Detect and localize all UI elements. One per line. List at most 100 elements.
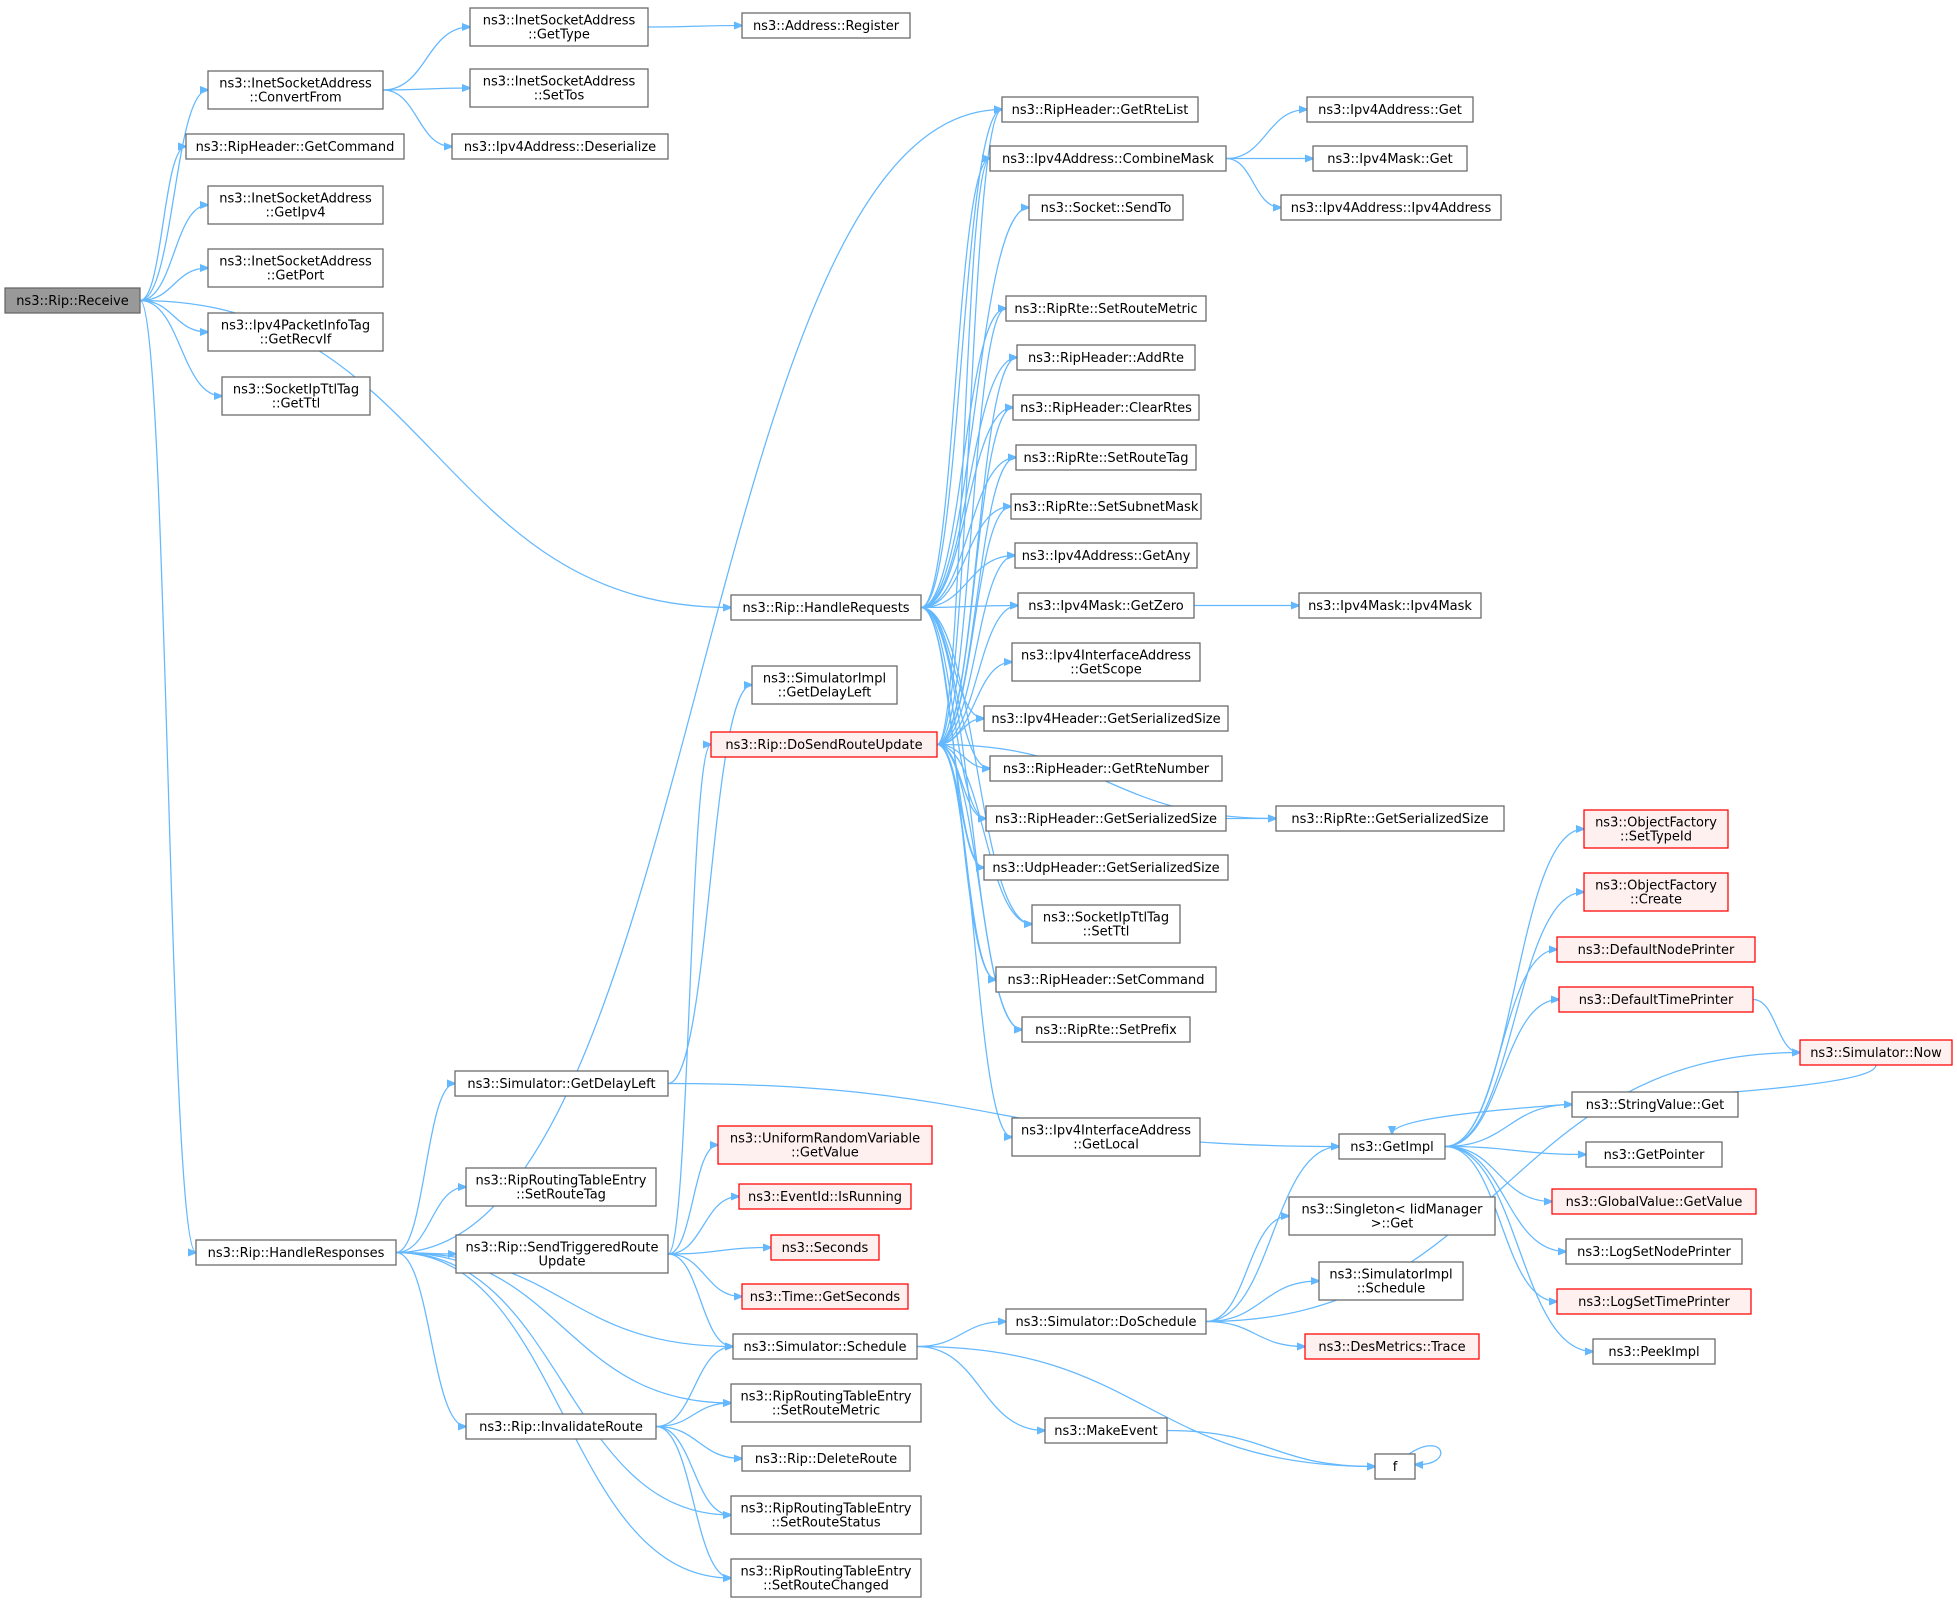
node-label: ns3::RipRte::SetPrefix	[1035, 1023, 1177, 1038]
node-ns3-ipv4mask-ipv4mask[interactable]: ns3::Ipv4Mask::Ipv4Mask	[1298, 592, 1482, 619]
node-label: ns3::EventId::IsRunning	[748, 1190, 902, 1205]
node-ns3-ipv4address-combinemask[interactable]: ns3::Ipv4Address::CombineMask	[989, 145, 1227, 172]
edge-n11-n21	[920, 458, 1016, 609]
node-ns3-singleton-iidmanager-get[interactable]: ns3::Singleton< IidManager >::Get	[1288, 1196, 1496, 1236]
node-ns3-inetsocketaddress-convertfrom[interactable]: ns3::InetSocketAddress::ConvertFrom	[207, 70, 384, 110]
node-label: ns3::RipRte::SetSubnetMask	[1014, 500, 1199, 515]
node-layer: ns3::Rip::Receive ns3::InetSocketAddress:…	[4, 7, 1953, 1598]
node-ns3-seconds[interactable]: ns3::Seconds	[770, 1234, 880, 1261]
node-ns3-ripheader-setcommand[interactable]: ns3::RipHeader::SetCommand	[995, 966, 1217, 993]
node-ns3-rip-deleteroute[interactable]: ns3::Rip::DeleteRoute	[741, 1445, 911, 1472]
node-ns3-defaultnodeprinter[interactable]: ns3::DefaultNodePrinter	[1556, 936, 1756, 963]
node-ns3-ripheader-getrtenumber[interactable]: ns3::RipHeader::GetRteNumber	[989, 755, 1223, 782]
edge-n38-n36	[667, 685, 752, 1085]
node-ns3-globalvalue-getvalue[interactable]: ns3::GlobalValue::GetValue	[1551, 1188, 1757, 1215]
edge-n11-n29	[920, 606, 986, 819]
node-ns3-riproutingtableentry-setroutechanged[interactable]: ns3::RipRoutingTableEntry::SetRouteChang…	[730, 1558, 922, 1598]
node-box	[741, 1445, 911, 1472]
node-ns3-time-getseconds[interactable]: ns3::Time::GetSeconds	[741, 1283, 909, 1310]
node-ns3-riprte-getserializedsize[interactable]: ns3::RipRte::GetSerializedSize	[1275, 805, 1505, 832]
node-ns3-inetsocketaddress-gettype[interactable]: ns3::InetSocketAddress::GetType	[469, 7, 649, 47]
node-ns3-ripheader-addrte[interactable]: ns3::RipHeader::AddRte	[1016, 344, 1196, 371]
node-box	[983, 705, 1229, 732]
node-ns3-riprte-setroutetag[interactable]: ns3::RipRte::SetRouteTag	[1015, 444, 1197, 471]
node-ns3-defaulttimeprinter[interactable]: ns3::DefaultTimePrinter	[1558, 986, 1754, 1013]
node-ns3-ipv4address-ipv4address[interactable]: ns3::Ipv4Address::Ipv4Address	[1280, 194, 1502, 221]
node-box	[730, 594, 922, 621]
node-ns3-makeevent[interactable]: ns3::MakeEvent	[1044, 1417, 1168, 1444]
node-ns3-ipv4address-getany[interactable]: ns3::Ipv4Address::GetAny	[1014, 542, 1198, 569]
node-label: ns3::RipHeader::GetCommand	[196, 140, 395, 155]
node-ns3-objectfactory-create[interactable]: ns3::ObjectFactory::Create	[1583, 872, 1729, 912]
node-ns3-socketipttltag-getttl[interactable]: ns3::SocketIpTtlTag::GetTtl	[221, 376, 371, 416]
node-label: ::GetRecvIf	[260, 333, 332, 348]
node-ns3-simulator-doschedule[interactable]: ns3::Simulator::DoSchedule	[1005, 1308, 1207, 1335]
node-ns3-desmetrics-trace[interactable]: ns3::DesMetrics::Trace	[1304, 1333, 1480, 1360]
node-ns3-stringvalue-get[interactable]: ns3::StringValue::Get	[1571, 1091, 1739, 1118]
node-label: ::ConvertFrom	[249, 91, 341, 106]
node-ns3-peekimpl[interactable]: ns3::PeekImpl	[1592, 1338, 1716, 1365]
edge-n0-n9	[139, 299, 208, 333]
node-label: ns3::Ipv4Address::Ipv4Address	[1291, 201, 1492, 216]
node-ns3-riproutingtableentry-setroutemetric[interactable]: ns3::RipRoutingTableEntry::SetRouteMetri…	[730, 1383, 922, 1423]
node-ns3-socket-sendto[interactable]: ns3::Socket::SendTo	[1028, 194, 1184, 221]
node-ns3-rip-handlerequests[interactable]: ns3::Rip::HandleRequests	[730, 594, 922, 621]
node-ns3-inetsocketaddress-getipv4[interactable]: ns3::InetSocketAddress::GetIpv4	[207, 185, 384, 225]
node-ns3-address-register[interactable]: ns3::Address::Register	[741, 12, 911, 39]
node-label: ns3::SocketIpTtlTag	[1043, 911, 1169, 926]
node-ns3-ipv4packetinfotag-getrecvif[interactable]: ns3::Ipv4PacketInfoTag::GetRecvIf	[207, 312, 384, 352]
edge-n0-n42	[139, 299, 196, 1253]
node-ns3-udpheader-getserializedsize[interactable]: ns3::UdpHeader::GetSerializedSize	[983, 854, 1229, 881]
node-label: ::GetType	[528, 28, 590, 43]
node-ns3-ipv4interfaceaddress-getlocal[interactable]: ns3::Ipv4InterfaceAddress::GetLocal	[1011, 1117, 1201, 1157]
node-ns3-inetsocketaddress-settos[interactable]: ns3::InetSocketAddress::SetTos	[469, 68, 649, 108]
node-label: ns3::SimulatorImpl	[1329, 1268, 1452, 1283]
node-label: ns3::RipRoutingTableEntry	[741, 1502, 912, 1517]
node-ns3-ripheader-getcommand[interactable]: ns3::RipHeader::GetCommand	[185, 133, 405, 160]
node-ns3-rip-dosendrouteupdate[interactable]: ns3::Rip::DoSendRouteUpdate	[710, 731, 938, 758]
node-ns3-ipv4address-get[interactable]: ns3::Ipv4Address::Get	[1306, 96, 1474, 123]
edge-n48-n47	[655, 1403, 731, 1428]
node-ns3-riprte-setsubnetmask[interactable]: ns3::RipRte::SetSubnetMask	[1010, 493, 1202, 520]
node-ns3-logsetnodeprinter[interactable]: ns3::LogSetNodePrinter	[1565, 1238, 1743, 1265]
node-ns3-riprte-setprefix[interactable]: ns3::RipRte::SetPrefix	[1021, 1016, 1191, 1043]
node-ns3-simulatorimpl-getdelayleft[interactable]: ns3::SimulatorImpl::GetDelayLeft	[751, 665, 898, 705]
node-ns3-getimpl[interactable]: ns3::GetImpl	[1338, 1133, 1446, 1160]
node-ns3-rip-handleresponses[interactable]: ns3::Rip::HandleResponses	[195, 1239, 397, 1266]
node-ns3-simulator-schedule[interactable]: ns3::Simulator::Schedule	[732, 1333, 918, 1360]
node-ns3-riprte-setroutemetric[interactable]: ns3::RipRte::SetRouteMetric	[1005, 295, 1207, 322]
node-ns3-ripheader-getserializedsize[interactable]: ns3::RipHeader::GetSerializedSize	[985, 805, 1227, 832]
node-ns3-simulator-now[interactable]: ns3::Simulator::Now	[1799, 1039, 1953, 1066]
node-f[interactable]: f	[1374, 1453, 1416, 1480]
node-box	[185, 133, 405, 160]
node-ns3-logsettimeprinter[interactable]: ns3::LogSetTimePrinter	[1556, 1288, 1752, 1315]
node-ns3-objectfactory-settypeid[interactable]: ns3::ObjectFactory::SetTypeId	[1583, 809, 1729, 849]
node-ns3-simulator-getdelayleft[interactable]: ns3::Simulator::GetDelayLeft	[454, 1070, 669, 1097]
node-box	[730, 1383, 922, 1423]
node-box	[738, 1183, 912, 1210]
node-ns3-ipv4mask-getzero[interactable]: ns3::Ipv4Mask::GetZero	[1017, 592, 1195, 619]
node-label: ns3::Ipv4Address::CombineMask	[1002, 152, 1214, 167]
node-ns3-socketipttltag-setttl[interactable]: ns3::SocketIpTtlTag::SetTtl	[1031, 904, 1181, 944]
edge-n11-n23	[920, 556, 1015, 609]
edge-n43-n39	[667, 1145, 718, 1255]
node-ns3-riproutingtableentry-setroutestatus[interactable]: ns3::RipRoutingTableEntry::SetRouteStatu…	[730, 1495, 922, 1535]
node-ns3-uniformrandomvariable-getvalue[interactable]: ns3::UniformRandomVariable::GetValue	[717, 1125, 933, 1165]
node-ns3-ripheader-getrtelist[interactable]: ns3::RipHeader::GetRteList	[1001, 96, 1199, 123]
node-ns3-eventid-isrunning[interactable]: ns3::EventId::IsRunning	[738, 1183, 912, 1210]
node-ns3-ripheader-clearrtes[interactable]: ns3::RipHeader::ClearRtes	[1012, 394, 1200, 421]
node-ns3-rip-receive[interactable]: ns3::Rip::Receive	[4, 287, 141, 314]
node-ns3-ipv4address-deserialize[interactable]: ns3::Ipv4Address::Deserialize	[451, 133, 669, 160]
node-ns3-riproutingtableentry-setroutetag[interactable]: ns3::RipRoutingTableEntry::SetRouteTag	[465, 1167, 657, 1207]
node-ns3-ipv4interfaceaddress-getscope[interactable]: ns3::Ipv4InterfaceAddress::GetScope	[1011, 642, 1201, 682]
node-ns3-simulatorimpl-schedule[interactable]: ns3::SimulatorImpl::Schedule	[1318, 1261, 1464, 1301]
node-ns3-rip-invalidateroute[interactable]: ns3::Rip::InvalidateRoute	[465, 1413, 657, 1440]
node-ns3-ipv4header-getserializedsize[interactable]: ns3::Ipv4Header::GetSerializedSize	[983, 705, 1229, 732]
edge-n52-n55	[1205, 1147, 1339, 1323]
node-ns3-ipv4mask-get[interactable]: ns3::Ipv4Mask::Get	[1312, 145, 1468, 172]
node-label: ns3::RipRte::SetRouteTag	[1024, 451, 1189, 466]
node-label: f	[1393, 1460, 1398, 1475]
node-ns3-inetsocketaddress-getport[interactable]: ns3::InetSocketAddress::GetPort	[207, 248, 384, 288]
node-ns3-getpointer[interactable]: ns3::GetPointer	[1585, 1141, 1723, 1168]
